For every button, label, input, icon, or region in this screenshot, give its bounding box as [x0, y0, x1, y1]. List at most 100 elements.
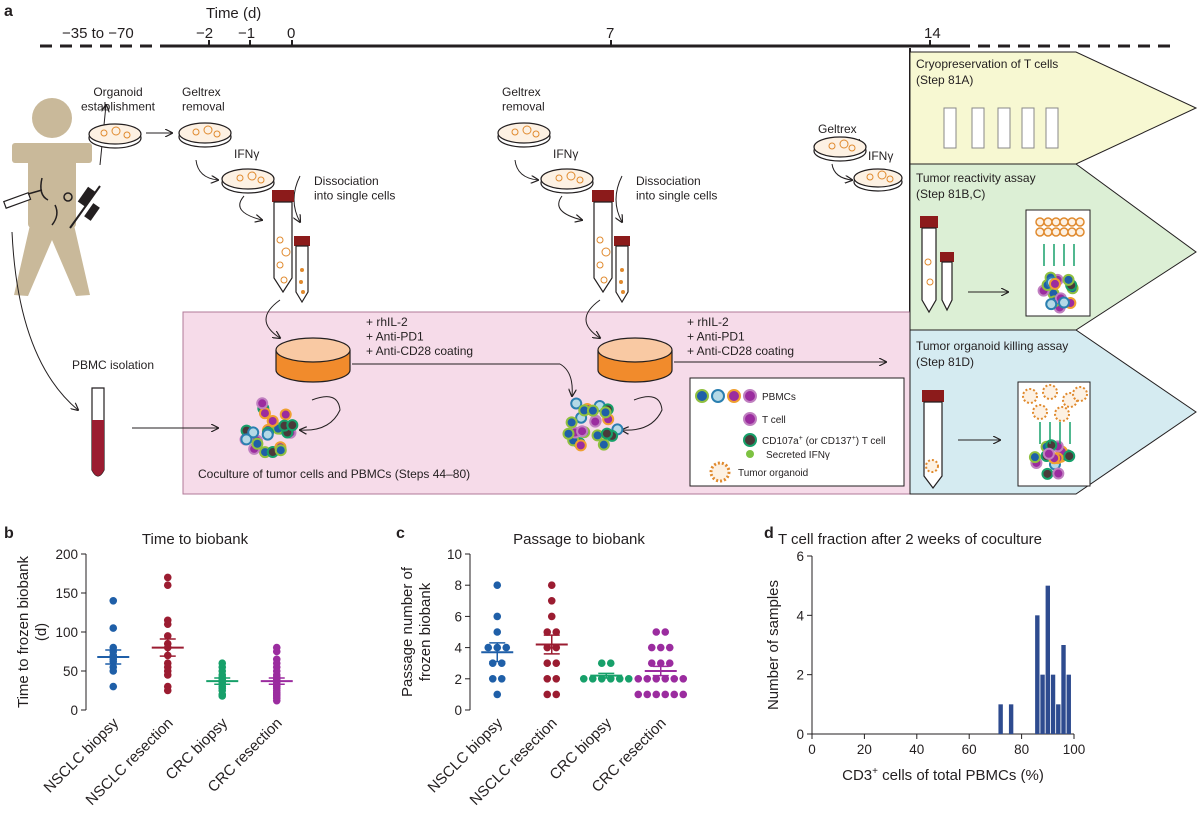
histogram-bar [1008, 704, 1014, 734]
data-point [109, 667, 118, 675]
data-point [497, 659, 506, 667]
data-point [543, 690, 552, 699]
x-tick-label: 80 [1014, 742, 1029, 757]
arrow [294, 175, 300, 222]
coculture-dish [597, 337, 673, 383]
ifng-label: IFNγ [553, 147, 578, 161]
y-tick-label: 2 [796, 668, 804, 683]
x-axis-label: CD3+ cells of total PBMCs (%) [842, 766, 1044, 784]
data-point [552, 628, 561, 636]
data-point [488, 659, 497, 667]
legend-cd107a: CD107a+ (or CD137+) T cell [762, 435, 885, 447]
cell [1045, 298, 1058, 311]
patient-figure [12, 98, 92, 296]
cryovials [943, 107, 1059, 149]
biopsy-needle-icon [69, 185, 101, 229]
organoid-cell [1042, 384, 1058, 400]
cell [589, 415, 602, 428]
histogram-bar [1066, 674, 1071, 734]
data-point [218, 692, 227, 700]
data-point [543, 659, 552, 667]
cell [1042, 447, 1055, 460]
t-cell-icon [743, 412, 757, 426]
timeline-tick-label: −2 [196, 25, 213, 42]
y-tick-label: 200 [55, 547, 78, 562]
cell [565, 416, 578, 429]
chart-title: Time to biobank [142, 531, 249, 548]
cell [279, 408, 292, 421]
centrifuge-tube [592, 190, 614, 294]
ifng-label: IFNγ [868, 149, 893, 163]
data-point [109, 597, 118, 605]
centrifuge-tube [294, 236, 310, 304]
petri-dish [853, 168, 903, 192]
x-tick-label: 40 [909, 742, 924, 757]
cell [1057, 296, 1070, 309]
data-point [643, 675, 652, 683]
data-point [679, 690, 688, 699]
y-axis-label: Time to frozen biobank(d) [15, 555, 50, 708]
data-point [272, 647, 281, 656]
organoid-cell [1067, 227, 1077, 237]
petri-dish [221, 168, 275, 194]
y-tick-label: 150 [55, 586, 78, 601]
coculture-caption: Coculture of tumor cells and PBMCs (Step… [198, 467, 470, 481]
y-axis-label: Number of samples [765, 580, 782, 710]
data-point [588, 675, 597, 683]
cell [1052, 467, 1065, 480]
y-axis-label: Passage number offrozen biobank [399, 566, 434, 697]
data-point [552, 643, 561, 652]
data-point [493, 612, 502, 621]
histogram-bar [998, 704, 1003, 734]
data-point [502, 643, 511, 652]
arrow [622, 396, 663, 431]
timeline-tick-label: 14 [924, 25, 941, 42]
histogram-bar [1045, 585, 1050, 734]
cell [562, 427, 575, 440]
y-tick-label: 0 [454, 703, 462, 718]
y-tick-label: 0 [70, 703, 78, 718]
organoid-cell [1051, 227, 1061, 237]
activated-t-cell-icon [743, 433, 757, 447]
cell [274, 444, 287, 457]
assay-step: (Step 81B,C) [916, 187, 985, 201]
data-point [552, 675, 561, 683]
assay-title: Cryopreservation of T cells [916, 57, 1058, 71]
timeline-tick-label: 0 [287, 25, 295, 42]
cell [576, 425, 589, 438]
organoid-cell [1075, 217, 1085, 227]
data-point [652, 690, 661, 699]
cell [586, 404, 599, 417]
data-point [163, 671, 172, 679]
tumor-organoid-icon [709, 461, 731, 483]
histogram-bar [1040, 674, 1045, 734]
legend-secreted: Secreted IFNγ [766, 450, 830, 461]
cell [266, 414, 279, 427]
organoid-cell [1043, 217, 1053, 227]
data-point [652, 628, 661, 636]
histogram-bar [1061, 645, 1066, 734]
assay-title: Tumor reactivity assay [916, 171, 1036, 185]
x-tick-label: 0 [808, 742, 816, 757]
cell [286, 419, 299, 432]
organoid-cell [1051, 217, 1061, 227]
data-point [488, 675, 497, 683]
data-point [661, 690, 670, 699]
assay-title: Tumor organoid killing assay [916, 339, 1068, 353]
panel-d-letter: d [764, 525, 774, 542]
pbmc-cluster [562, 397, 624, 452]
data-point [661, 628, 670, 636]
timeline-title: Time (d) [206, 5, 261, 22]
pbmc-cluster [239, 397, 299, 459]
petri-dish [497, 122, 551, 148]
assay-step: (Step 81D) [916, 355, 974, 369]
organoid-cell [1032, 404, 1048, 420]
organoid-cell [1035, 227, 1045, 237]
data-point [547, 581, 556, 589]
y-tick-label: 8 [454, 578, 462, 593]
data-point [163, 686, 172, 695]
data-point [484, 643, 493, 652]
data-point [606, 675, 615, 683]
